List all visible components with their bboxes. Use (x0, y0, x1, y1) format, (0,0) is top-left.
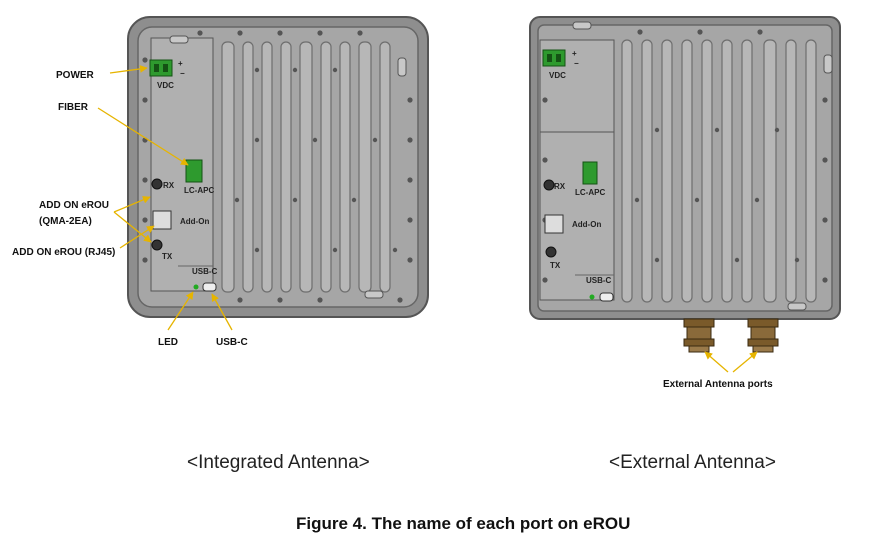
side-hook (397, 57, 407, 77)
rx-label: RX (163, 181, 175, 190)
bottom-hook-right (787, 302, 807, 311)
minus-sign: − (180, 69, 185, 78)
tx-port (151, 239, 163, 251)
usbc-label: USB-C (216, 337, 248, 348)
connector-panel (150, 37, 214, 292)
external-antenna-connectors: External Antenna ports (663, 318, 779, 390)
antenna-port-left (683, 318, 715, 353)
rj45-port-right (544, 214, 564, 234)
minus-sign-right: − (574, 59, 579, 68)
external-antenna-device: VDC + − LC-APC RX TX Add-On USB-C (529, 16, 841, 320)
power-label: POWER (56, 70, 95, 81)
power-connector (149, 59, 173, 77)
side-hook-right (823, 54, 833, 74)
power-connector-right (542, 49, 566, 67)
plus-sign: + (178, 59, 183, 68)
vdc-label: VDC (157, 81, 174, 90)
tx-label-right: TX (550, 261, 561, 270)
add-on-label: Add-On (180, 217, 209, 226)
mounting-screws (142, 30, 413, 303)
vdc-label-right: VDC (549, 71, 566, 80)
led-indicator (193, 284, 199, 290)
tx-port-right (545, 246, 557, 258)
fiber-label: FIBER (58, 102, 89, 113)
tx-label: TX (162, 252, 173, 261)
lc-apc-label-right: LC-APC (575, 188, 605, 197)
fiber-connector (185, 159, 203, 183)
external-ports-label: External Antenna ports (663, 379, 773, 390)
bottom-hook (364, 290, 384, 299)
usb-c-label: USB-C (192, 267, 218, 276)
addon-rj45-label: ADD ON eROU (RJ45) (12, 247, 115, 258)
usb-c-port (202, 282, 217, 292)
heat-sink-fins-right (621, 39, 817, 303)
top-hook (169, 35, 189, 44)
fiber-connector-right (582, 161, 598, 185)
rx-port (151, 178, 163, 190)
external-caption: <External Antenna> (609, 452, 776, 473)
callouts: POWER FIBER ADD ON eROU (QMA-2EA) ADD ON… (12, 65, 248, 348)
rx-label-right: RX (554, 182, 566, 191)
integrated-antenna-device: VDC + − LC-APC RX TX Add-On USB-C (127, 16, 429, 318)
add-on-label-right: Add-On (572, 220, 601, 229)
addon-qma-label-line1: ADD ON eROU (39, 200, 109, 211)
addon-qma-label-line2: (QMA-2EA) (39, 216, 92, 227)
heat-sink-fins (221, 41, 391, 293)
usb-c-label-right: USB-C (586, 276, 612, 285)
led-indicator-right (589, 294, 595, 300)
figure-title: Figure 4. The name of each port on eROU (296, 514, 630, 533)
lc-apc-label: LC-APC (184, 186, 214, 195)
usb-c-port-right (599, 292, 614, 302)
antenna-port-right (747, 318, 779, 353)
led-label: LED (158, 337, 178, 348)
top-hook-right (572, 21, 592, 30)
plus-sign-right: + (572, 49, 577, 58)
rj45-port (152, 210, 172, 230)
integrated-caption: <Integrated Antenna> (187, 452, 370, 473)
rx-port-right (543, 179, 555, 191)
